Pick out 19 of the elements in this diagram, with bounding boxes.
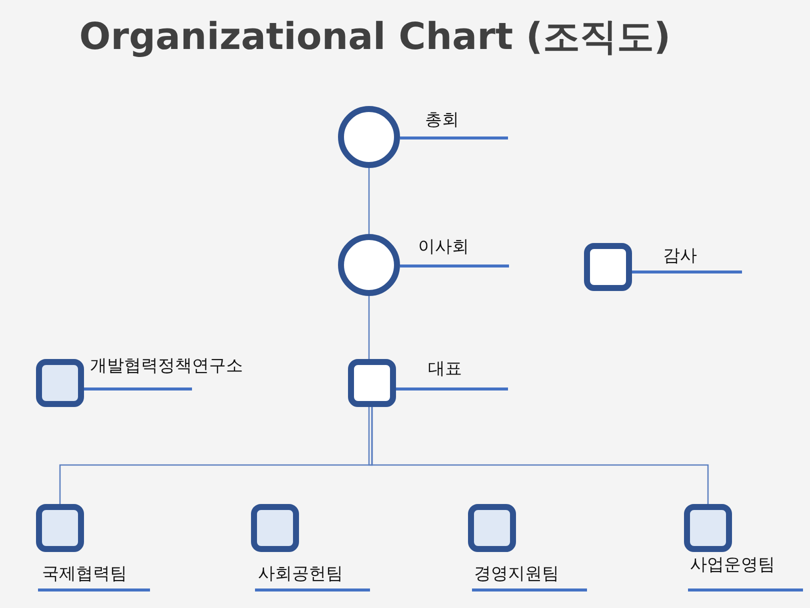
connector-line [368, 168, 370, 234]
position-label: 사업운영팀 [690, 555, 775, 575]
position-label: 총회 [425, 110, 459, 130]
rounded-square-shape [348, 359, 396, 407]
rounded-square-shape [36, 504, 84, 552]
rounded-square-shape [584, 243, 632, 291]
position-label: 사회공헌팀 [258, 564, 343, 584]
rounded-square-shape [684, 504, 732, 552]
rounded-square-shape [251, 504, 299, 552]
rounded-square-shape [468, 504, 516, 552]
position-label: 대표 [428, 359, 462, 379]
position-label: 개발협력정책연구소 [90, 356, 243, 376]
rounded-square-shape [36, 359, 84, 407]
position-label: 감사 [663, 246, 697, 266]
position-label: 국제협력팀 [42, 564, 127, 584]
chart-title: Organizational Chart (조직도) [78, 14, 672, 60]
position-label: 이사회 [418, 237, 469, 257]
position-label: 경영지원팀 [474, 564, 559, 584]
connector-line [371, 407, 709, 504]
